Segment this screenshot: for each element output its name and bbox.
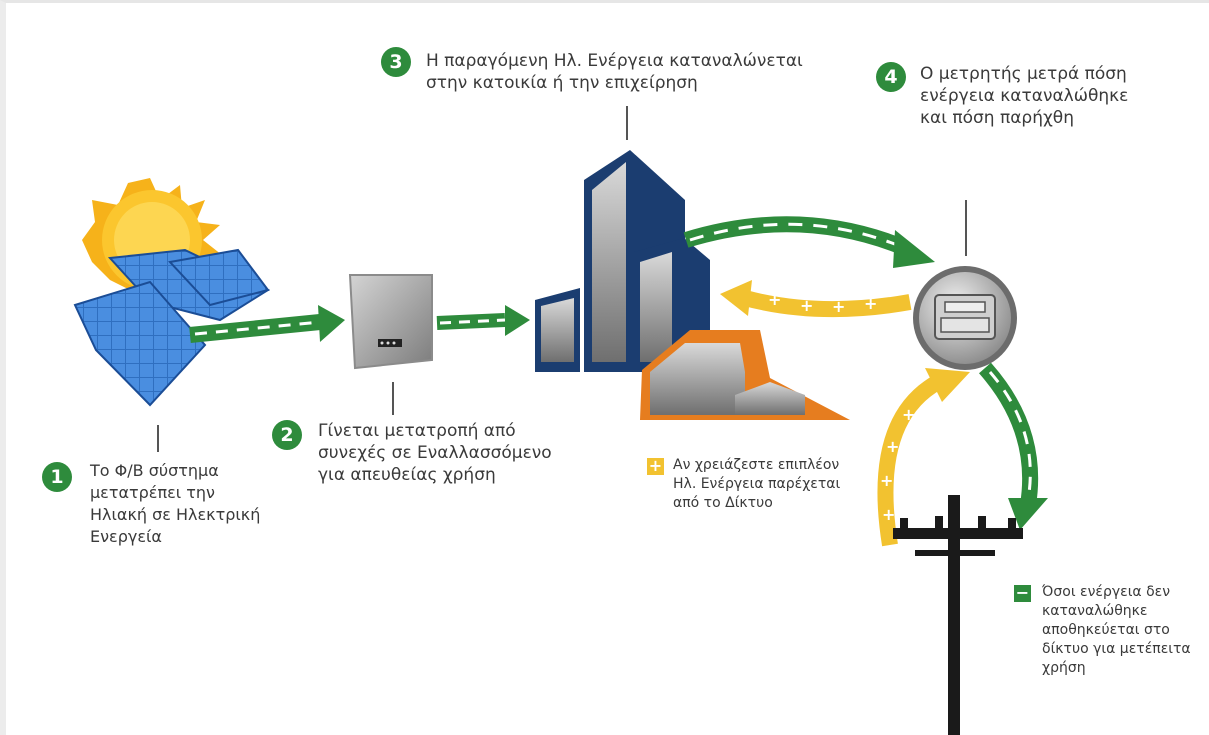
green-arrow-meter-to-pole — [978, 362, 1048, 530]
step-3-badge: 3 — [381, 47, 411, 77]
step-2-badge: 2 — [272, 420, 302, 450]
green-arrow-panel-to-inverter — [189, 305, 345, 343]
plus-legend-icon: + — [647, 456, 664, 475]
step-4-badge: 4 — [876, 62, 906, 92]
yellow-arrow-meter-to-building: + + + + — [720, 280, 912, 318]
step-1-badge: 1 — [42, 462, 72, 492]
minus-legend-text: Όσοι ενέργεια δεν καταναλώθηκε αποθηκεύε… — [1042, 584, 1191, 676]
inverter-icon — [348, 274, 433, 370]
solar-panel-icon — [73, 248, 271, 407]
svg-text:+: + — [880, 471, 893, 490]
step-4-text: Ο μετρητής μετρά πόση ενέργεια καταναλώθ… — [920, 64, 1129, 128]
house-icon — [640, 330, 850, 420]
svg-text:+: + — [864, 294, 877, 313]
green-arrow-inverter-to-building — [436, 305, 530, 336]
electric-meter-icon — [913, 266, 1017, 370]
step-2-text: Γίνεται μετατροπή από συνεχές σε Εναλλασ… — [318, 421, 552, 485]
svg-text:+: + — [882, 505, 895, 524]
svg-text:+: + — [886, 437, 899, 456]
step-3-text: Η παραγόμενη Ηλ. Ενέργεια καταναλώνεται … — [426, 51, 803, 93]
svg-text:+: + — [902, 405, 915, 424]
svg-text:+: + — [832, 297, 845, 316]
utility-pole-icon — [893, 495, 1023, 735]
svg-text:+: + — [800, 296, 813, 315]
plus-legend-text: Αν χρειάζεστε επιπλέον Ηλ. Ενέργεια παρέ… — [673, 457, 841, 511]
svg-text:+: + — [768, 290, 781, 309]
yellow-arrow-pole-to-meter: + + + + — [877, 368, 970, 547]
minus-legend-icon: − — [1014, 583, 1031, 602]
step-1-text: Το Φ/Β σύστημα μετατρέπει την Ηλιακή σε … — [90, 461, 261, 546]
green-arrow-building-to-meter — [683, 216, 935, 268]
